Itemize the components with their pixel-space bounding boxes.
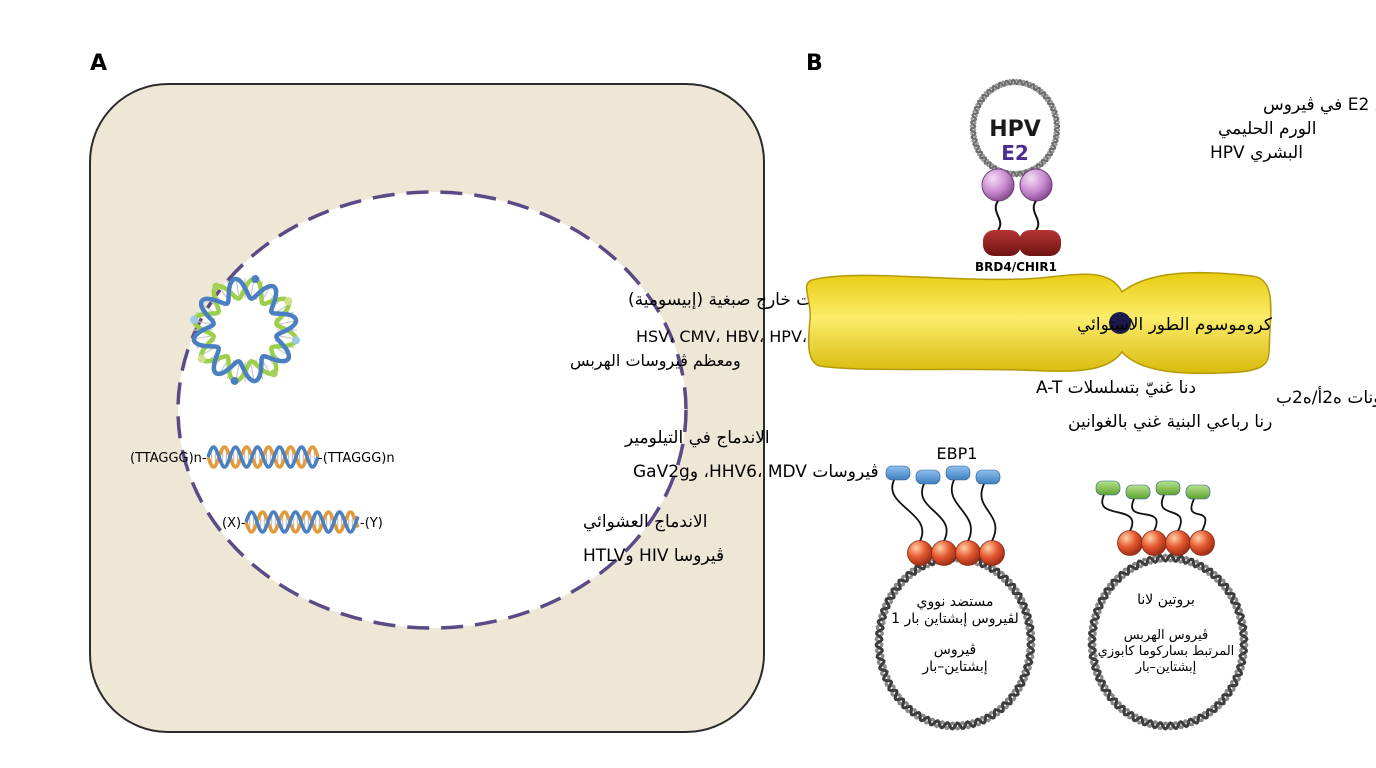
- episome-rung: [193, 334, 214, 340]
- episome-title: جينومات خارج صبغية (إبيسومية): [628, 290, 856, 310]
- tag-block: [975, 469, 1001, 485]
- episome-bead: [284, 297, 293, 306]
- ebp1-label: EBP1: [937, 444, 978, 463]
- hpv-caption-line1: بروتين E2 في ڤيروس: [1263, 95, 1376, 115]
- panel-b-letter: B: [806, 51, 823, 76]
- protein-sphere: [1117, 530, 1143, 556]
- hpv-caption-line3: البشري HPV: [1210, 143, 1303, 163]
- e2-label: E2: [1001, 141, 1029, 165]
- tag-block: [1185, 484, 1211, 500]
- tag-linker: [1161, 494, 1182, 532]
- ebna-line4: إبشتاين–بار: [921, 659, 987, 675]
- episome-bead: [251, 275, 260, 284]
- telomere-right-flank: -(TTAGGG)n: [318, 451, 395, 466]
- protein-sphere: [955, 540, 981, 566]
- tag-block: [915, 469, 941, 485]
- g-quadruplex-rna-label: رنا رباعي البنية غني بالغوانين: [1068, 412, 1272, 432]
- episome-rung: [276, 320, 297, 326]
- episome-viruses-line2: ومعظم ڤيروسات الهربس: [570, 351, 741, 371]
- protein-sphere: [1165, 530, 1191, 556]
- hpv-caption-line2: الورم الحليمي: [1218, 119, 1316, 139]
- telomere-integration-helix-icon: [206, 445, 320, 469]
- tag-block: [885, 465, 911, 481]
- telomere-left-flank: (TTAGGG)n-: [130, 451, 207, 466]
- tag-block: [945, 465, 971, 481]
- brd4-block-left: [983, 230, 1021, 256]
- e2-linker-left: [994, 200, 1002, 231]
- ebna-line3: ڤيروس: [934, 642, 977, 658]
- tag-block: [1125, 484, 1151, 500]
- ebna-line2: لڤيروس إبشتاين بار 1: [891, 611, 1019, 627]
- e2-sphere-left: [981, 168, 1015, 202]
- chromosome-label: كروموسوم الطور الاستوائي: [1077, 315, 1273, 335]
- random-title: الاندماج العشوائي: [583, 512, 707, 532]
- protein-sphere: [907, 540, 933, 566]
- ebv-episome-ring-icon: [874, 553, 1036, 731]
- lana-line2: ڤيروس الهربس: [1124, 628, 1209, 643]
- tag-linker: [921, 483, 948, 542]
- brd4-label: BRD4/CHIR1: [975, 260, 1057, 274]
- centromere: [1109, 312, 1131, 334]
- episome-bead: [190, 315, 199, 324]
- histone-label: الهستونات ه2أ/ه2ب: [1276, 386, 1376, 408]
- episome-bead: [291, 336, 300, 345]
- tag-linker: [1101, 494, 1134, 532]
- tag-linker: [980, 483, 997, 542]
- episome-bead: [212, 282, 221, 291]
- brd4-block-right: [1019, 230, 1061, 256]
- lana-line1: بروتين لانا: [1137, 592, 1195, 608]
- tag-linker: [891, 479, 924, 542]
- ebna1-blue-tags: [885, 465, 1001, 542]
- protein-sphere: [1189, 530, 1215, 556]
- tag-block: [1155, 480, 1181, 496]
- ring-strand-b: [874, 553, 1036, 731]
- protein-sphere: [1141, 530, 1167, 556]
- telomere-viruses: ڤيروسات HHV6، MDV، وGaV2g: [633, 462, 879, 482]
- panel-a-letter: A: [90, 51, 107, 76]
- random-left-flank: (X)-: [222, 516, 246, 531]
- random-right-flank: -(Y): [360, 516, 383, 531]
- tag-block: [1095, 480, 1121, 496]
- tag-linker: [1131, 498, 1158, 532]
- ebna-line1: مستضد نووي: [917, 594, 994, 610]
- tag-linker: [951, 479, 972, 542]
- helix-strand-1: [206, 445, 320, 469]
- hpv-label: HPV: [989, 117, 1041, 142]
- ebna1-protein-spheres: [907, 540, 1005, 566]
- random-integration-helix-icon: [244, 510, 360, 534]
- telomere-title: الاندماج في التيلومير: [624, 428, 770, 448]
- episome-bead: [230, 376, 239, 385]
- kshv-episome-ring-icon: [1087, 553, 1249, 731]
- random-viruses: ڤيروسا HIV وHTLV: [583, 546, 724, 566]
- episome-strand: [191, 276, 299, 384]
- tag-linker: [1190, 498, 1207, 532]
- lana-protein-spheres: [1117, 530, 1215, 556]
- protein-sphere: [979, 540, 1005, 566]
- helix-strand-1: [244, 510, 360, 534]
- episome-dna-ring-icon: [190, 275, 300, 385]
- at-rich-dna-label: دنا غنيّ بتسلسلات A-T: [1036, 378, 1196, 398]
- episome-bead: [269, 369, 278, 378]
- e2-linker-right: [1032, 200, 1040, 231]
- lana-line4: إبشتاين–بار: [1135, 660, 1197, 675]
- episome-rung: [235, 278, 241, 299]
- episome-rung: [249, 361, 255, 382]
- lana-green-tags: [1095, 480, 1211, 532]
- episome-bead: [197, 354, 206, 363]
- metaphase-chromosome: [805, 271, 1272, 375]
- protein-sphere: [931, 540, 957, 566]
- e2-sphere-right: [1019, 168, 1053, 202]
- helix-strand-0: [244, 510, 360, 534]
- lana-line3: المرتبط بساركوما كابوزي: [1098, 644, 1235, 659]
- ring-strand-b: [1087, 553, 1249, 731]
